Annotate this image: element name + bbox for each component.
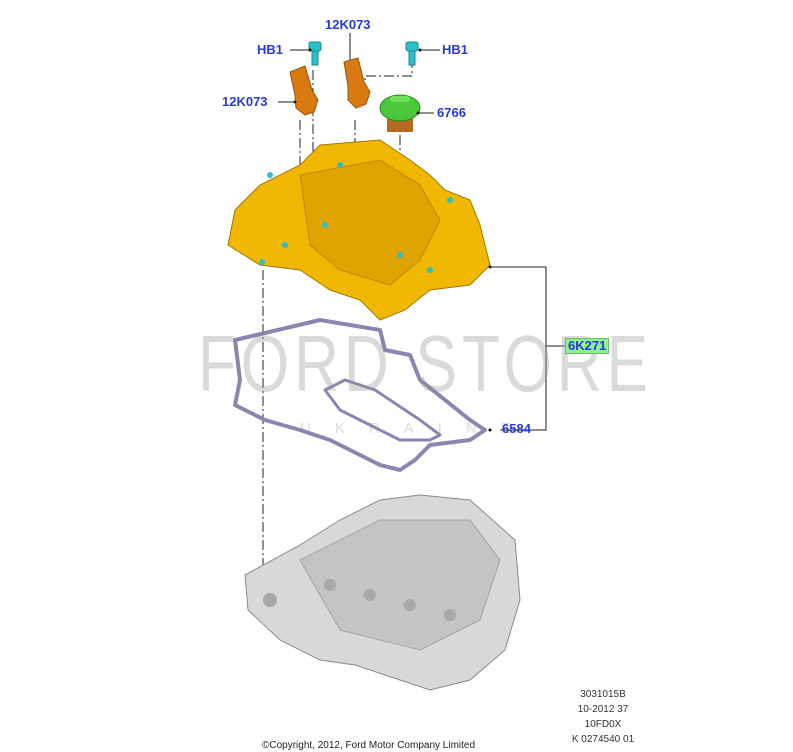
code-line: 10-2012 37	[577, 704, 629, 715]
label-6k271[interactable]: 6K271	[565, 338, 610, 354]
cam-cover-icon	[227, 139, 491, 321]
copyright: ©Copyright, 2012, Ford Motor Company Lim…	[262, 740, 476, 751]
gasket-icon	[233, 318, 487, 472]
code-line: K 0274540 01	[571, 734, 635, 745]
bolt-icon	[308, 41, 419, 66]
code-line: 3031015B	[580, 689, 626, 700]
cylinder-head-icon	[244, 494, 521, 691]
label-6584[interactable]: 6584	[502, 421, 531, 436]
label-12k073-top[interactable]: 12K073	[325, 17, 371, 32]
label-6766[interactable]: 6766	[437, 105, 466, 120]
watermark-sub: UKRAINE	[300, 420, 535, 437]
label-hb1-right[interactable]: HB1	[442, 42, 469, 57]
label-hb1-left[interactable]: HB1	[257, 42, 284, 57]
label-12k073-left[interactable]: 12K073	[222, 94, 268, 109]
oil-cap-icon	[379, 94, 421, 132]
watermark-main: FORD STORE	[198, 319, 653, 408]
sensor-icon	[289, 57, 371, 116]
code-line: 10FD0X	[584, 719, 622, 730]
diagram-codes: 3031015B 10-2012 37 10FD0X K 0274540 01	[560, 687, 646, 747]
